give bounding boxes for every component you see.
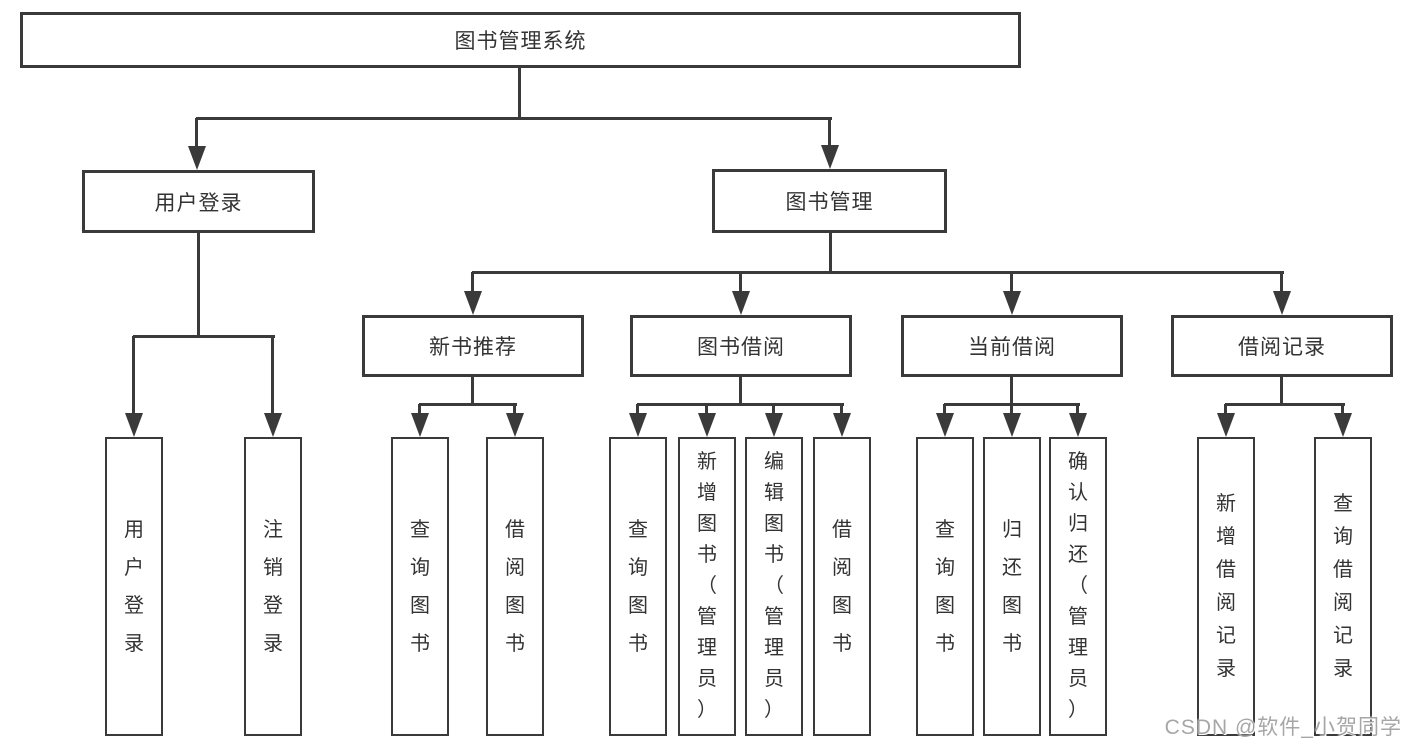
connector-line [518,68,521,119]
node-label: 新 增 借 阅 记 录 [1216,492,1236,680]
leaf-query-borrow-record: 查 询 借 阅 记 录 [1314,437,1372,736]
node-label: 编 辑 图 书 （ 管 理 员 ） [764,451,784,721]
arrow-down-icon [1003,404,1021,437]
leaf-query-books-current: 查 询 图 书 [916,437,974,736]
node-root: 图书管理系统 [20,12,1021,68]
node-borrow-records: 借阅记录 [1171,315,1393,377]
node-label: 图书管理系统 [454,30,587,53]
node-label: 确 认 归 还 （ 管 理 员 ） [1068,451,1088,721]
connector-line [829,233,832,273]
node-label: 用户登录 [154,191,243,215]
arrow-down-icon [1334,404,1352,437]
connector-line [133,335,275,338]
leaf-add-borrow-record: 新 增 借 阅 记 录 [1197,437,1255,736]
arrow-down-icon [411,404,429,437]
leaf-add-book-admin: 新 增 图 书 （ 管 理 员 ） [678,437,736,736]
arrow-down-icon [264,336,282,437]
leaf-return-book: 归 还 图 书 [983,437,1041,736]
node-label: 查 询 图 书 [935,518,955,655]
node-label: 归 还 图 书 [1002,518,1022,655]
connector-line [637,403,844,406]
leaf-user-login: 用 户 登 录 [105,437,163,736]
leaf-borrow-books-borrow: 借 阅 图 书 [813,437,871,736]
node-label: 新 增 图 书 （ 管 理 员 ） [697,451,717,721]
node-label: 借 阅 图 书 [832,518,852,655]
connector-line [1225,403,1345,406]
arrow-down-icon [506,404,524,437]
arrow-down-icon [821,118,839,169]
arrow-down-icon [629,404,647,437]
arrow-down-icon [732,272,750,315]
leaf-borrow-books-recommend: 借 阅 图 书 [486,437,544,736]
node-label: 新书推荐 [429,336,517,359]
node-book-management: 图书管理 [712,169,947,233]
node-label: 图书管理 [785,191,874,214]
node-label: 用 户 登 录 [124,518,144,655]
arrow-down-icon [833,404,851,437]
connector-line [472,271,1284,274]
leaf-query-books-recommend: 查 询 图 书 [391,437,449,736]
leaf-confirm-return-admin: 确 认 归 还 （ 管 理 员 ） [1049,437,1107,736]
connector-line [1010,377,1013,406]
arrow-down-icon [1217,404,1235,437]
arrow-down-icon [125,336,143,437]
arrow-down-icon [698,404,716,437]
leaf-edit-book-admin: 编 辑 图 书 （ 管 理 员 ） [745,437,803,736]
node-label: 查 询 图 书 [410,518,430,655]
connector-line [1280,377,1283,406]
arrow-down-icon [1273,272,1291,315]
leaf-logout: 注 销 登 录 [244,437,302,736]
node-current-borrow: 当前借阅 [901,315,1123,377]
connector-line [197,233,200,337]
node-label: 借阅记录 [1238,336,1326,359]
arrow-down-icon [936,404,954,437]
arrow-down-icon [188,118,206,170]
connector-line [739,377,742,406]
connector-line [419,403,517,406]
leaf-query-books-borrow: 查 询 图 书 [609,437,667,736]
arrow-down-icon [765,404,783,437]
node-label: 注 销 登 录 [263,518,283,655]
node-label: 借 阅 图 书 [505,518,525,655]
node-user-login: 用户登录 [82,170,315,233]
node-new-book-recommend: 新书推荐 [362,315,584,377]
node-label: 当前借阅 [968,336,1056,359]
arrow-down-icon [1003,272,1021,315]
node-label: 查 询 借 阅 记 录 [1333,492,1353,680]
node-label: 图书借阅 [697,336,785,359]
connector-line [196,117,832,120]
watermark-text: CSDN @软件_小贺同学 [1164,716,1402,739]
node-book-borrow: 图书借阅 [630,315,852,377]
connector-line [471,377,474,406]
arrow-down-icon [464,272,482,315]
arrow-down-icon [1069,404,1087,437]
node-label: 查 询 图 书 [628,518,648,655]
